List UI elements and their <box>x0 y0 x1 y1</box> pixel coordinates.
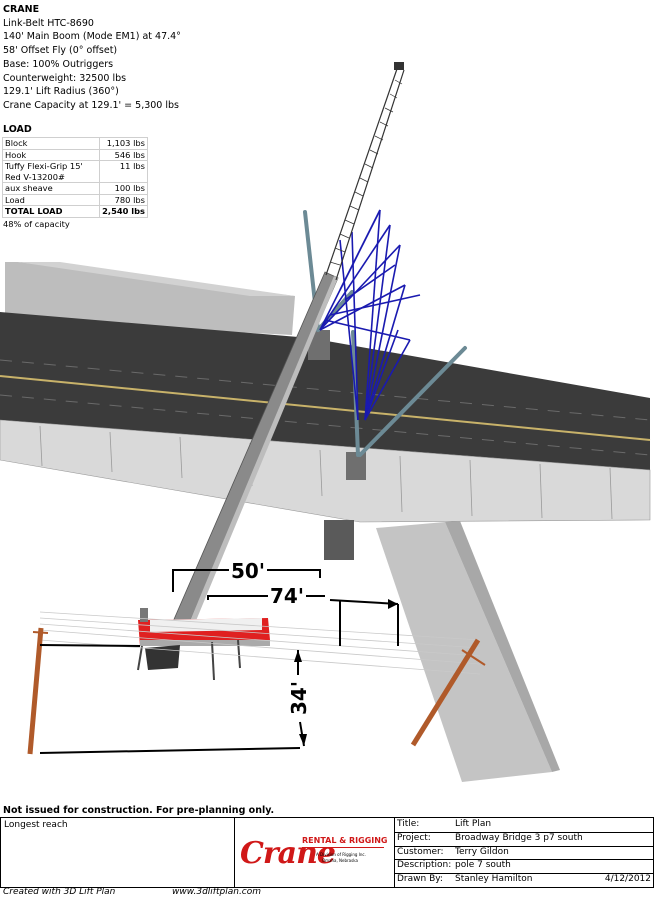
load-weight: 1,103 lbs <box>99 137 148 150</box>
bridge-road <box>0 312 650 470</box>
lift-plan-scene <box>0 62 651 782</box>
total-label: TOTAL LOAD <box>1 205 101 218</box>
load-item: Tuffy Flexi-Grip 15' Red V-13200# <box>1 160 101 183</box>
crane-line: 129.1' Lift Radius (360°) <box>3 86 119 98</box>
fly-jib <box>325 65 405 281</box>
notes-cell: Longest reach <box>1 818 235 887</box>
load-weight: 546 lbs <box>99 148 148 161</box>
drawn-by-row: Drawn By: Stanley Hamilton 4/12/2012 <box>395 873 653 887</box>
dimension-74: 74' <box>268 584 306 608</box>
drawn-by-label: Drawn By: <box>397 874 443 885</box>
table-row: Tuffy Flexi-Grip 15' Red V-13200#11 lbs <box>1 160 148 183</box>
footer-url[interactable]: www.3dliftplan.com <box>172 887 262 897</box>
load-weight: 780 lbs <box>99 193 148 206</box>
description-value: pole 7 south <box>455 860 511 871</box>
building-block <box>5 262 295 335</box>
crane-carrier <box>137 608 270 681</box>
description-row: Description: pole 7 south <box>395 859 653 875</box>
title-row: Title: Lift Plan <box>395 818 653 833</box>
date-value: 4/12/2012 <box>604 874 651 885</box>
disclaimer: Not issued for construction. For pre-pla… <box>3 805 275 816</box>
load-weight: 11 lbs <box>99 160 148 183</box>
crane-line: 58' Offset Fly (0° offset) <box>3 45 118 57</box>
crane-heading: CRANE <box>3 4 40 15</box>
title-value: Lift Plan <box>455 819 492 829</box>
logo-small-2: Omaha, Nebraska <box>322 858 358 863</box>
project-row: Project: Broadway Bridge 3 p7 south <box>395 832 653 847</box>
customer-label: Customer: <box>397 846 444 857</box>
logo-sub: RENTAL & RIGGING <box>302 836 388 845</box>
load-item: Load <box>1 193 101 206</box>
crane-line: Crane Capacity at 129.1' = 5,300 lbs <box>3 99 179 111</box>
footer-created: Created with 3D Lift Plan <box>3 887 116 897</box>
drawn-by-value: Stanley Hamilton <box>455 874 533 885</box>
logo-brand: Crane <box>240 836 336 871</box>
power-lines <box>39 611 481 675</box>
crane-line: Link-Belt HTC-8690 <box>3 17 94 29</box>
crane-line: Counterweight: 32500 lbs <box>3 72 127 84</box>
lattice-load <box>319 209 421 421</box>
crane-line: Base: 100% Outriggers <box>3 58 114 70</box>
load-item: Hook <box>1 148 101 161</box>
logo-small-1: A Division of Rigging Inc. <box>316 852 366 857</box>
total-value: 2,540 lbs <box>99 205 148 218</box>
load-item: Block <box>1 137 101 150</box>
notes-text: Longest reach <box>4 820 68 830</box>
load-heading: LOAD <box>3 124 32 135</box>
project-info: Title: Lift Plan Project: Broadway Bridg… <box>395 818 653 887</box>
crane-info: CRANE Link-Belt HTC-8690 140' Main Boom … <box>3 3 181 113</box>
load-item: aux sheave <box>1 182 101 195</box>
dimension-50: 50' <box>229 559 267 583</box>
project-value: Broadway Bridge 3 p7 south <box>455 832 583 843</box>
dimension-34: 34' <box>286 679 311 717</box>
title-label: Title: <box>397 819 420 829</box>
capacity-note: 48% of capacity <box>3 219 70 229</box>
company-logo: Crane RENTAL & RIGGING A Division of Rig… <box>236 818 395 887</box>
customer-value: Terry Gildon <box>455 846 509 857</box>
project-label: Project: <box>397 832 431 843</box>
description-label: Description: <box>397 860 452 871</box>
dimension-lines <box>39 569 399 754</box>
customer-row: Customer: Terry Gildon <box>395 846 653 861</box>
bridge-barrier <box>0 419 651 523</box>
crane-line: 140' Main Boom (Mode EM1) at 47.4° <box>3 31 181 43</box>
load-weight: 100 lbs <box>99 182 148 195</box>
utility-pole-left <box>27 627 44 755</box>
utility-pole-right <box>410 638 481 747</box>
title-block: Longest reach Crane RENTAL & RIGGING A D… <box>0 817 654 888</box>
